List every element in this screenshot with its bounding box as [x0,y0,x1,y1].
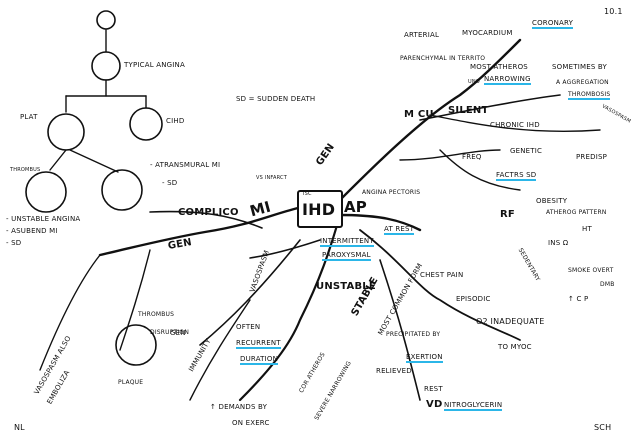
label-at-rest: AT REST [384,225,415,235]
label-myocardium: MYOCARDIUM [462,29,513,37]
label-narrowing: NARROWING [484,75,531,85]
label-thrombus-tl: THROMBUS [10,167,41,173]
label-sd-tl2: - SD [162,179,178,187]
branch-ap: AP [344,198,368,216]
label-exertion: EXERTION [406,353,443,363]
branch-ap-sub: ANGINA PECTORIS [362,189,421,196]
center-prefix: ISC [303,191,312,197]
label-gen-bl: GEN [170,329,186,337]
label-asubend-mi: - ASUBEND MI [6,227,58,235]
label-silent: SILENT [448,105,489,116]
initials-left: NL [14,423,25,432]
label-dmb: DMB [600,281,615,288]
label-to-myoc: TO MYOC [498,343,532,351]
label-cihd: CIHD [166,117,185,125]
label-unstable-angina: - UNSTABLE ANGINA [6,215,81,223]
label-factors-sd: FACTRS SD [496,171,537,181]
label-sometimes-by: SOMETIMES BY [552,63,607,71]
label-recurrent: RECURRENT [236,339,281,349]
label-episodic: EPISODIC [456,295,491,303]
label-coronary: CORONARY [532,19,574,29]
label-atransmural-mi: - ATRANSMURAL MI [150,161,221,169]
label-nitroglycerin: NITROGLYCERIN [444,401,503,411]
branch-complico: COMPLICO [178,207,239,218]
label-often: OFTEN [236,323,261,331]
page-number: 10.1 [604,7,623,16]
label-paroxysmal: PAROXYSMAL [322,251,371,261]
label-age: ↑ C P [568,295,589,303]
label-vd: VD [426,399,443,410]
label-m-cu: M CU [404,109,434,120]
label-disruption: DISRUPTION [150,329,190,336]
label-on-exerc: ON EXERC [232,419,270,427]
label-typical-angina: TYPICAL ANGINA [124,61,185,69]
label-chronic-ihd: CHRONIC IHD [490,121,540,129]
label-rest: REST [424,385,443,393]
label-unstable: UNSTABLE [316,281,376,292]
center-label: IHD [302,200,336,219]
label-genetic: GENETIC [510,147,543,155]
label-thrombosis: THROMBOSIS [568,91,611,100]
label-precipitated-by: PRECIPITATED BY [386,331,441,338]
label-most-atheros: MOST ATHEROS [470,63,528,71]
label-a-aggregation: A AGGREGATION [556,79,609,86]
label-relieved: RELIEVED [376,367,412,375]
label-duration: DURATION [240,355,279,365]
label-intermittent: INTERMITTENT [320,237,374,247]
label-arterial: ARTERIAL [404,31,440,39]
label-parenchyma: PARENCHYMAL IN TERRITO [400,55,486,62]
label-o2-inadequate: O2 INADEQUATE [476,317,545,326]
label-ht: HT [582,225,592,233]
label-chest-pain: CHEST PAIN [420,271,464,279]
label-thrombus-bl: THROMBUS [138,311,175,318]
label-smoke-overt: SMOKE OVERT [568,267,614,274]
label-predisp: PREDISP [576,153,608,161]
label-plat: PLAT [20,113,38,121]
label-rf: RF [500,209,515,220]
branch-mi-sub: VS INFARCT [256,175,288,181]
label-demands-by: ↑ DEMANDS BY [210,403,268,411]
label-obesity: OBESITY [536,197,568,205]
label-atherog-pattern: ATHEROG PATTERN [546,209,607,216]
initials-right: SCH [594,423,612,432]
label-sd-tl: - SD [6,239,22,247]
label-plaque: PLAQUE [118,379,144,386]
center-node-box [297,190,343,228]
label-ins-r: INS Ω [548,239,569,247]
label-freq: FREQ [462,153,482,161]
label-sd-def: SD = SUDDEN DEATH [236,95,316,103]
label-uno: UNO [468,79,480,85]
